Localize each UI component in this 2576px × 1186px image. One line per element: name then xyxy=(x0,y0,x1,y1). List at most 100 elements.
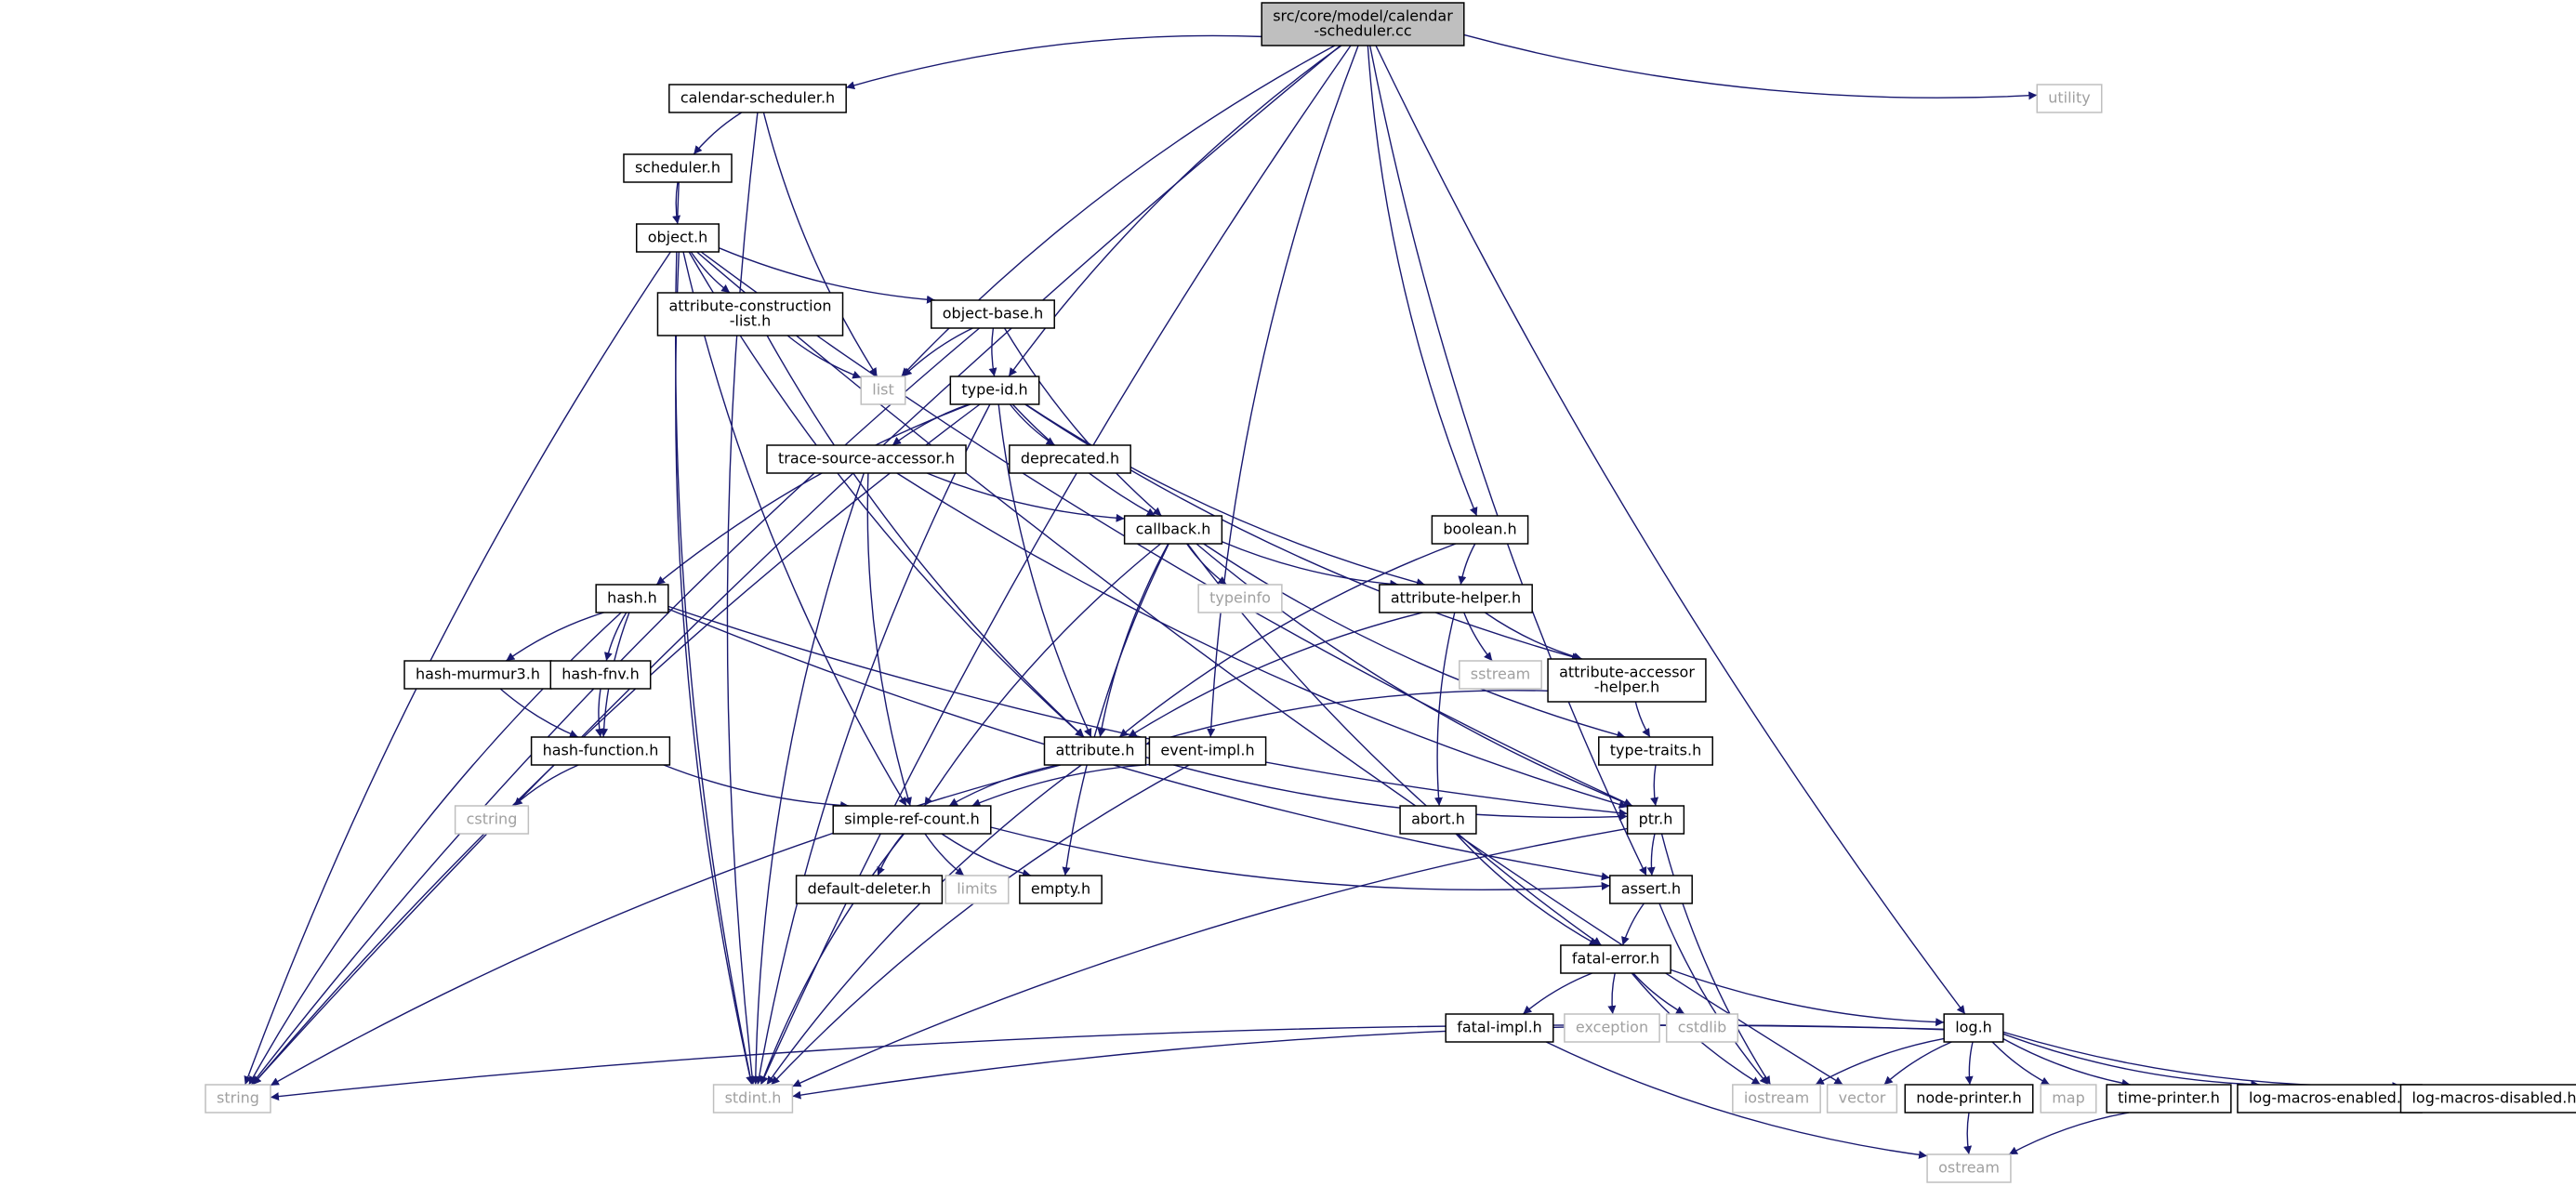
edge-trace-source-accessor-h-to-stdint-h xyxy=(751,472,865,1086)
edge-attribute-construction-list-h-to-list xyxy=(786,335,862,379)
edge-root-to-log-h xyxy=(1375,45,1966,1015)
node-assert-h[interactable]: assert.h xyxy=(1609,875,1693,904)
node-label: deprecated.h xyxy=(1021,449,1119,467)
node-box xyxy=(1445,1013,1554,1043)
node-time-printer-h[interactable]: time-printer.h xyxy=(2106,1084,2232,1114)
edge-boolean-h-to-attribute-helper-h xyxy=(1458,543,1476,586)
node-box xyxy=(931,299,1055,329)
node-label: hash.h xyxy=(607,588,657,606)
node-hash-function-h[interactable]: hash-function.h xyxy=(530,736,671,766)
node-attribute-accessor-helper-h[interactable]: attribute-accessor-helper.h xyxy=(1547,658,1707,703)
node-object-base-h[interactable]: object-base.h xyxy=(931,299,1055,329)
node-calendar-scheduler-h[interactable]: calendar-scheduler.h xyxy=(668,84,847,113)
node-deprecated-h[interactable]: deprecated.h xyxy=(1009,444,1131,474)
edge-simple-ref-count-h-to-empty-h xyxy=(941,833,1032,877)
edges xyxy=(244,33,2401,1159)
edge-abort-h-to-fatal-error-h xyxy=(1455,833,1599,946)
node-hash-h[interactable]: hash.h xyxy=(595,584,669,613)
edge-assert-h-to-iostream xyxy=(1658,903,1769,1086)
node-object-h[interactable]: object.h xyxy=(635,223,720,253)
node-hash-fnv-h[interactable]: hash-fnv.h xyxy=(549,660,652,690)
node-log-macros-disabled-h[interactable]: log-macros-disabled.h xyxy=(2399,1084,2576,1114)
node-limits[interactable]: limits xyxy=(945,875,1010,904)
node-attribute-h[interactable]: attribute.h xyxy=(1043,736,1147,766)
edge-log-h-to-log-macros-enabled-h xyxy=(2002,1033,2260,1089)
node-list[interactable]: list xyxy=(860,376,906,405)
edge-fatal-error-h-to-log-h xyxy=(1670,969,1945,1027)
node-box xyxy=(595,584,669,613)
node-label: type-traits.h xyxy=(1610,741,1701,758)
node-box xyxy=(1943,1013,2004,1043)
node-label: string xyxy=(217,1088,259,1106)
node-attribute-construction-list-h[interactable]: attribute-construction-list.h xyxy=(656,292,844,336)
node-label: log-macros-enabled.h xyxy=(2249,1088,2411,1106)
edge-node-printer-h-to-ostream xyxy=(1963,1112,1973,1155)
edge-event-impl-h-to-simple-ref-count-h xyxy=(971,763,1150,807)
edge-attribute-helper-h-to-attribute-h xyxy=(1128,612,1423,738)
node-stdint-h[interactable]: stdint.h xyxy=(712,1084,794,1114)
edge-attribute-helper-h-to-attribute-accessor-helper-h xyxy=(1484,612,1583,661)
node-utility[interactable]: utility xyxy=(2036,84,2103,113)
node-box xyxy=(1043,736,1147,766)
node-sstream[interactable]: sstream xyxy=(1459,660,1542,690)
node-label: cstdlib xyxy=(1678,1018,1727,1035)
node-ostream[interactable]: ostream xyxy=(1926,1153,2012,1183)
node-box xyxy=(2237,1084,2423,1114)
node-label: attribute-accessor xyxy=(1559,663,1695,680)
edge-ptr-h-to-stdint-h xyxy=(792,827,1628,1087)
edge-hash-function-h-to-cstring xyxy=(513,764,579,807)
node-label: object.h xyxy=(648,228,708,245)
edge-root-to-calendar-scheduler-h xyxy=(845,34,1262,90)
node-trace-source-accessor-h[interactable]: trace-source-accessor.h xyxy=(766,444,967,474)
node-map[interactable]: map xyxy=(2040,1084,2097,1114)
node-label: empty.h xyxy=(1031,879,1090,897)
edge-hash-murmur3-h-to-hash-function-h xyxy=(499,688,579,738)
edge-attribute-construction-list-h-to-attribute-h xyxy=(766,335,1085,738)
edge-object-base-h-to-list xyxy=(903,327,973,377)
node-callback-h[interactable]: callback.h xyxy=(1123,515,1223,545)
edge-log-h-to-map xyxy=(1991,1041,2051,1086)
node-ptr-h[interactable]: ptr.h xyxy=(1626,805,1685,835)
edge-type-id-h-to-trace-source-accessor-h xyxy=(892,403,970,446)
edge-attribute-accessor-helper-h-to-type-traits-h xyxy=(1634,701,1651,738)
edge-callback-h-to-attribute-h xyxy=(1097,543,1169,738)
node-fatal-error-h[interactable]: fatal-error.h xyxy=(1560,944,1671,974)
edge-object-h-to-string xyxy=(244,251,671,1086)
node-typeinfo[interactable]: typeinfo xyxy=(1197,584,1283,613)
node-cstring[interactable]: cstring xyxy=(454,805,530,835)
node-root[interactable]: src/core/model/calendar-scheduler.cc xyxy=(1261,2,1465,46)
edge-type-id-h-to-string xyxy=(252,403,981,1086)
node-vector[interactable]: vector xyxy=(1826,1084,1898,1114)
node-box xyxy=(1564,1013,1660,1043)
edge-object-base-h-to-type-id-h xyxy=(988,327,997,377)
node-string[interactable]: string xyxy=(205,1084,271,1114)
edge-hash-fnv-h-to-hash-function-h xyxy=(595,688,604,738)
node-type-id-h[interactable]: type-id.h xyxy=(949,376,1040,405)
node-iostream[interactable]: iostream xyxy=(1732,1084,1821,1114)
node-log-macros-enabled-h[interactable]: log-macros-enabled.h xyxy=(2237,1084,2423,1114)
node-empty-h[interactable]: empty.h xyxy=(1019,875,1103,904)
node-log-h[interactable]: log.h xyxy=(1943,1013,2004,1043)
node-label: list xyxy=(872,380,894,398)
node-label: fatal-error.h xyxy=(1572,949,1659,967)
node-fatal-impl-h[interactable]: fatal-impl.h xyxy=(1445,1013,1554,1043)
node-type-traits-h[interactable]: type-traits.h xyxy=(1598,736,1713,766)
node-hash-murmur3-h[interactable]: hash-murmur3.h xyxy=(403,660,552,690)
node-cstdlib[interactable]: cstdlib xyxy=(1665,1013,1739,1043)
node-boolean-h[interactable]: boolean.h xyxy=(1431,515,1529,545)
edge-boolean-h-to-attribute-h xyxy=(1118,543,1457,738)
node-label: typeinfo xyxy=(1209,588,1271,606)
node-abort-h[interactable]: abort.h xyxy=(1399,805,1477,835)
node-simple-ref-count-h[interactable]: simple-ref-count.h xyxy=(832,805,992,835)
node-default-deleter-h[interactable]: default-deleter.h xyxy=(795,875,944,904)
edge-trace-source-accessor-h-to-ptr-h xyxy=(896,472,1628,809)
edge-root-to-utility xyxy=(1463,33,2038,100)
edge-log-h-to-vector xyxy=(1883,1041,1952,1086)
node-scheduler-h[interactable]: scheduler.h xyxy=(623,153,733,183)
node-exception[interactable]: exception xyxy=(1564,1013,1660,1043)
node-node-printer-h[interactable]: node-printer.h xyxy=(1904,1084,2034,1114)
node-label: ostream xyxy=(1938,1158,2000,1176)
node-attribute-helper-h[interactable]: attribute-helper.h xyxy=(1379,584,1533,613)
node-box xyxy=(1148,736,1267,766)
node-event-impl-h[interactable]: event-impl.h xyxy=(1148,736,1267,766)
